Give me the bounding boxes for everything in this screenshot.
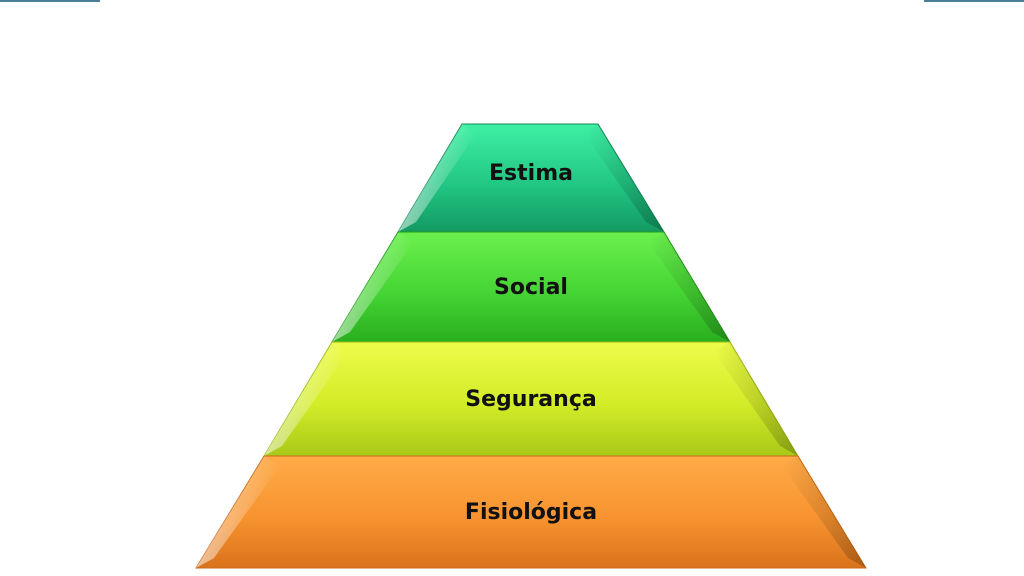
pyramid-level-fisiologica: Fisiológica — [195, 455, 867, 569]
pyramid-level-estima: Estima — [397, 123, 665, 233]
level-label: Social — [494, 275, 568, 300]
level-label: Estima — [489, 161, 573, 186]
pyramid-level-social: Social — [331, 231, 731, 343]
level-label: Segurança — [465, 387, 596, 412]
pyramid-level-seguranca: Segurança — [263, 341, 799, 457]
level-label: Fisiológica — [465, 500, 597, 525]
